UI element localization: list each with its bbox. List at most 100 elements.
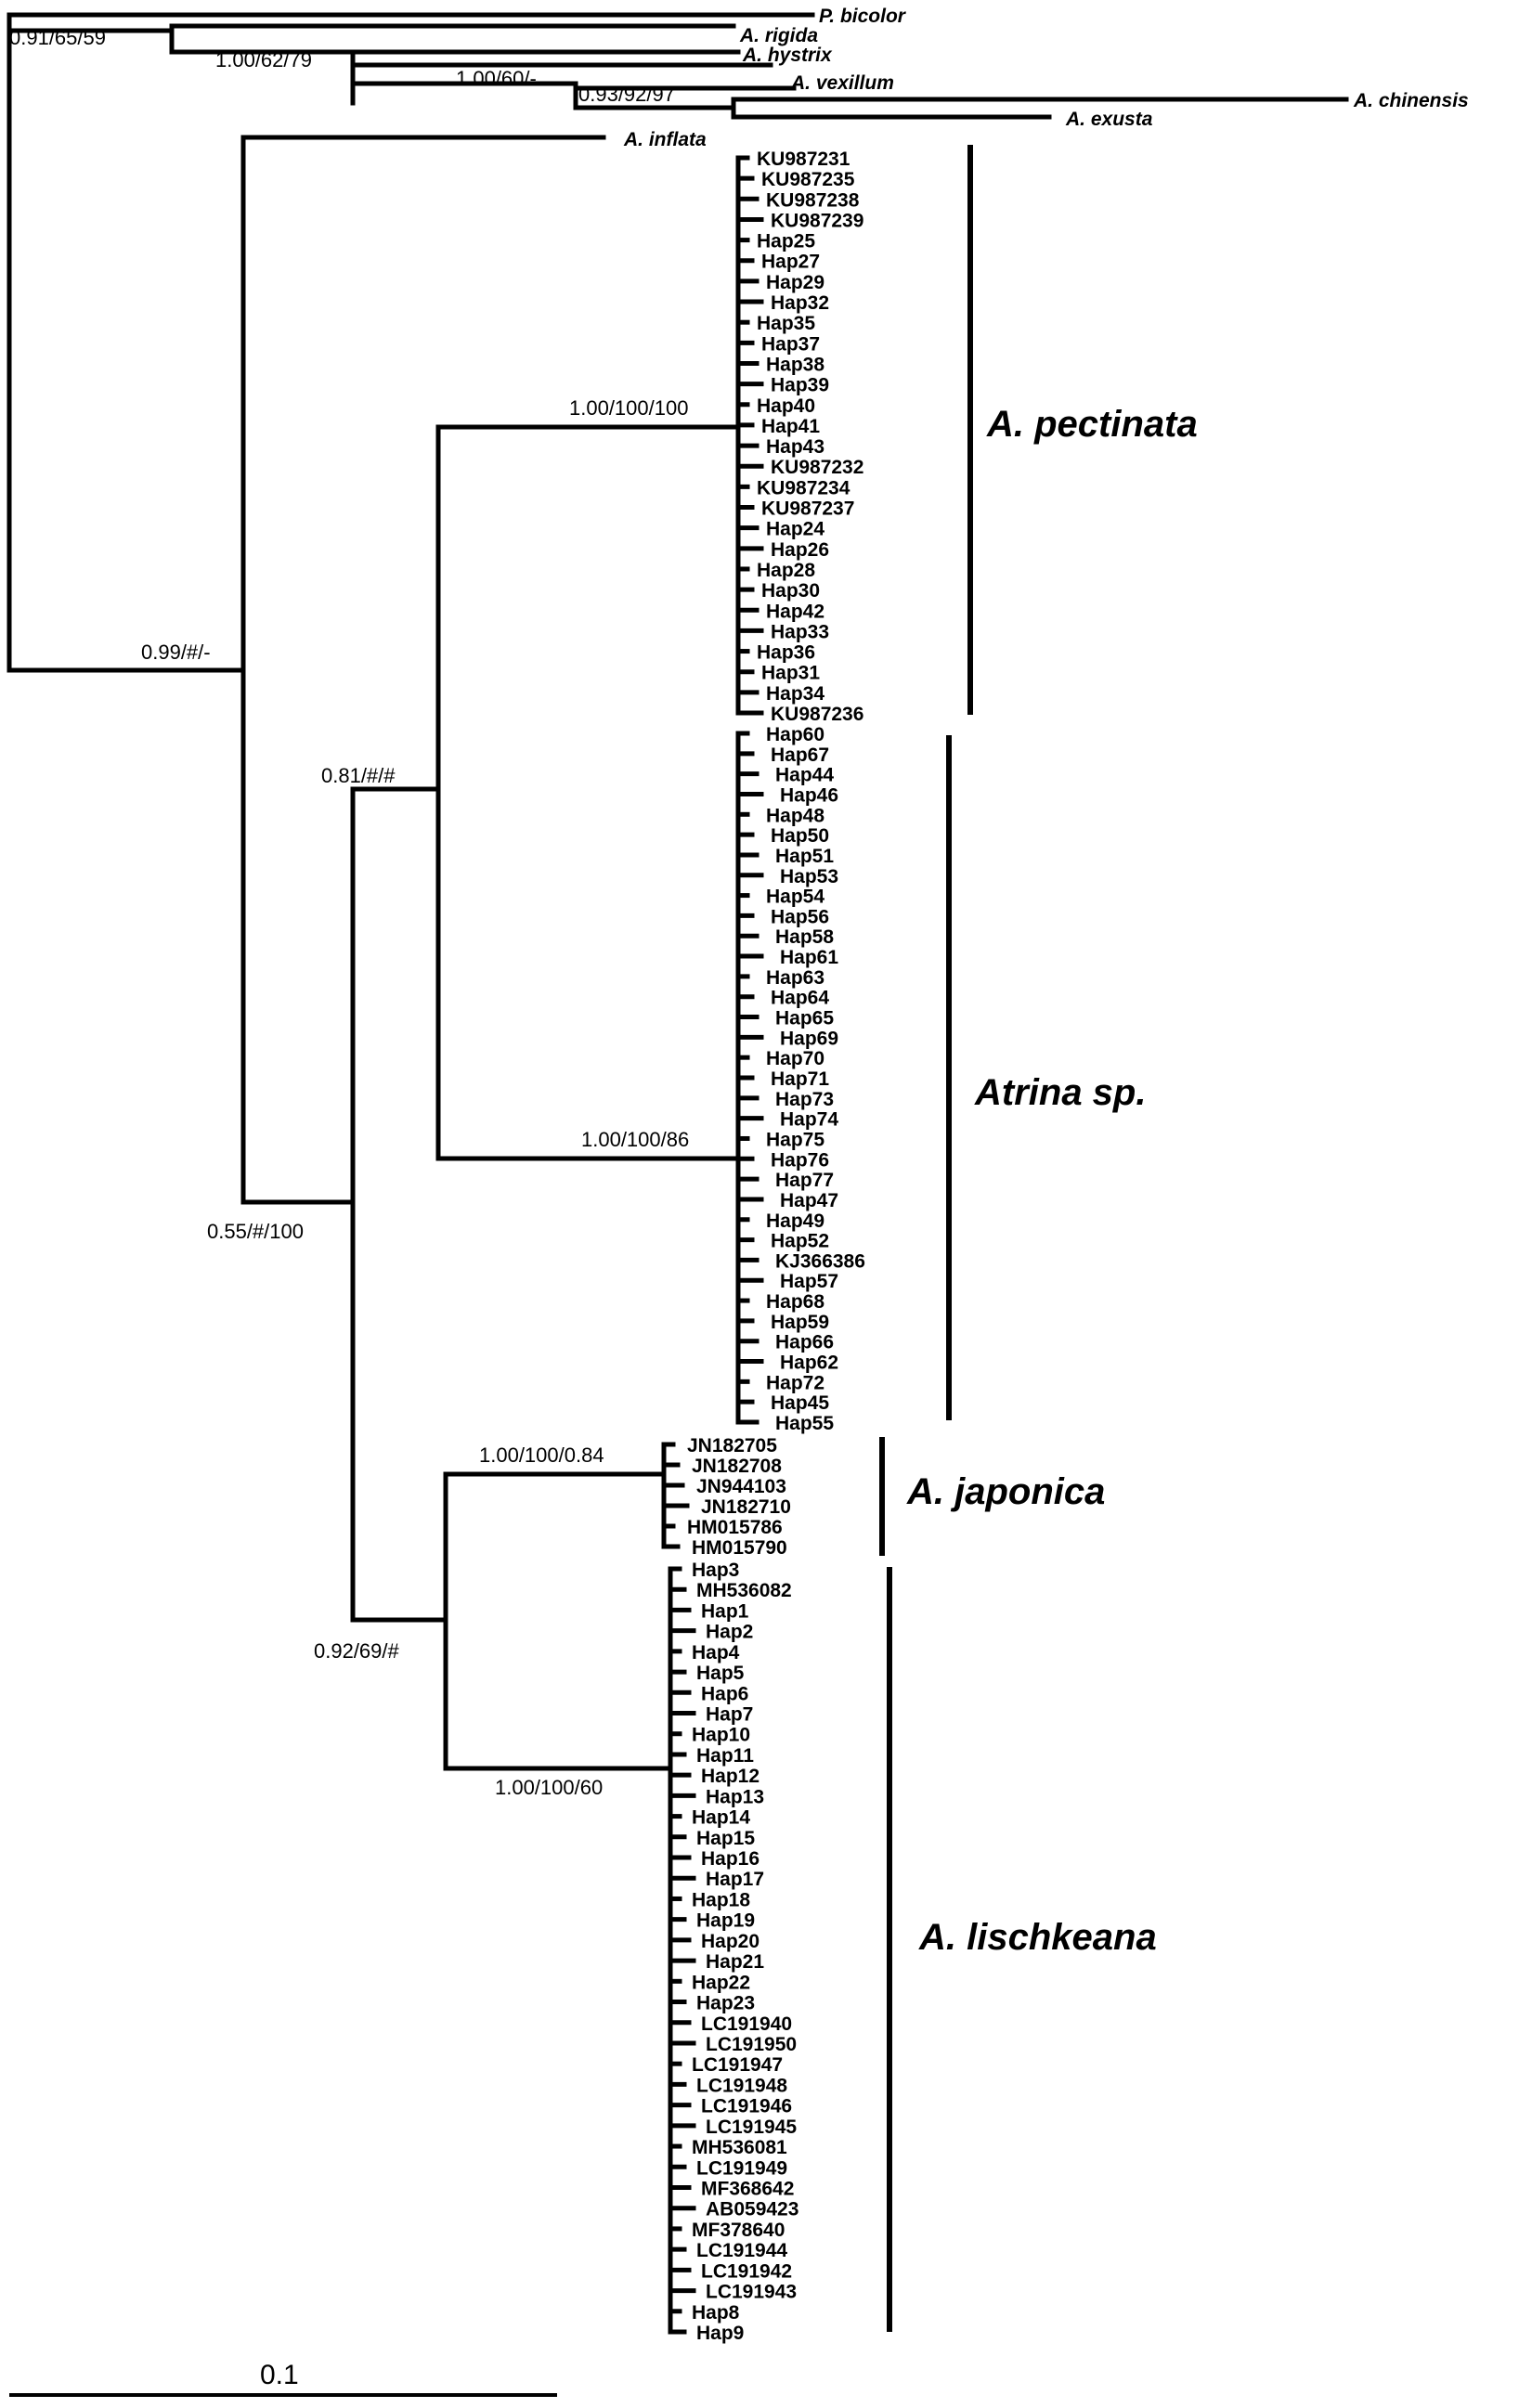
tip-label-hap2: Hap2 <box>706 1622 753 1643</box>
tip-label-hap8: Hap8 <box>692 2302 740 2324</box>
tip-label-hap58: Hap58 <box>775 926 834 948</box>
tip-label-hap23: Hap23 <box>696 1993 755 2014</box>
support-value-1-00-100-100: 1.00/100/100 <box>569 396 688 420</box>
support-value-0-93-92-97: 0.93/92/97 <box>578 83 675 106</box>
tip-label-hap25: Hap25 <box>757 231 815 252</box>
tip-label-hap48: Hap48 <box>766 805 824 826</box>
tip-label-ku987234: KU987234 <box>757 477 850 498</box>
tip-label-hap4: Hap4 <box>692 1642 740 1664</box>
tip-label-hap41: Hap41 <box>761 416 820 437</box>
tip-label-hap9: Hap9 <box>696 2323 744 2344</box>
tip-label-hap22: Hap22 <box>692 1972 750 1993</box>
tip-label-hap15: Hap15 <box>696 1828 755 1849</box>
tip-label-hap69: Hap69 <box>780 1028 838 1049</box>
tip-label-hap53: Hap53 <box>780 866 838 887</box>
tip-label-hap76: Hap76 <box>771 1149 829 1171</box>
tip-label-hap21: Hap21 <box>706 1951 764 1973</box>
tip-label-hap43: Hap43 <box>766 436 824 458</box>
tip-label-hap49: Hap49 <box>766 1210 824 1232</box>
tip-label-ku987239: KU987239 <box>771 210 863 231</box>
tip-label-hap10: Hap10 <box>692 1725 750 1746</box>
tip-label-hap14: Hap14 <box>692 1807 750 1829</box>
tip-label-lc191946: LC191946 <box>701 2096 792 2117</box>
clade-label-atrina-sp: Atrina sp. <box>974 1072 1146 1113</box>
tip-label-hap68: Hap68 <box>766 1291 824 1313</box>
tip-label-hap59: Hap59 <box>771 1312 829 1333</box>
tip-label-hap77: Hap77 <box>775 1170 834 1191</box>
tip-label-hap72: Hap72 <box>766 1372 824 1393</box>
tip-label-hap5: Hap5 <box>696 1663 745 1684</box>
tip-label-jn182710: JN182710 <box>701 1496 791 1518</box>
tip-label-hap3: Hap3 <box>692 1560 739 1581</box>
tip-label-hap1: Hap1 <box>701 1600 749 1622</box>
tip-label-hap50: Hap50 <box>771 825 829 847</box>
tip-label-hap26: Hap26 <box>771 539 829 561</box>
tip-label-hap17: Hap17 <box>706 1869 764 1890</box>
tip-label-mf378640: MF378640 <box>692 2220 785 2241</box>
support-value-1-00-60: 1.00/60/- <box>456 67 537 90</box>
tip-label-lc191949: LC191949 <box>696 2157 787 2179</box>
tip-label-lc191950: LC191950 <box>706 2034 797 2055</box>
tip-label-hap39: Hap39 <box>771 375 829 396</box>
tip-label-ku987236: KU987236 <box>771 704 863 725</box>
tip-label-hap54: Hap54 <box>766 887 824 908</box>
tree-branches <box>6 12 1349 2335</box>
tip-label-hap37: Hap37 <box>761 333 820 355</box>
tip-label-hap55: Hap55 <box>775 1413 834 1434</box>
tip-label-hap16: Hap16 <box>701 1848 760 1870</box>
tip-label-lc191942: LC191942 <box>701 2260 792 2282</box>
tip-label-hap28: Hap28 <box>757 560 815 581</box>
tip-label-a-inflata: A. inflata <box>623 129 707 150</box>
tip-label-a-chinensis: A. chinensis <box>1353 90 1469 111</box>
tip-label-jn944103: JN944103 <box>696 1476 786 1497</box>
tip-label-a-rigida: A. rigida <box>739 25 818 46</box>
tip-label-hap52: Hap52 <box>771 1231 829 1252</box>
tip-label-hap12: Hap12 <box>701 1766 760 1787</box>
support-value-1-00-62-79: 1.00/62/79 <box>215 48 312 71</box>
tip-label-hap57: Hap57 <box>780 1271 838 1292</box>
tip-label-ab059423: AB059423 <box>706 2199 798 2220</box>
tip-label-kj366386: KJ366386 <box>775 1250 865 1272</box>
tip-label-hap33: Hap33 <box>771 621 829 642</box>
tip-label-ku987231: KU987231 <box>757 149 850 170</box>
tip-label-hap47: Hap47 <box>780 1190 838 1211</box>
scale-bar-label: 0.1 <box>260 2360 299 2390</box>
tip-label-hm015786: HM015786 <box>687 1517 783 1538</box>
tip-label-hap19: Hap19 <box>696 1910 755 1932</box>
support-value-1-00-100-0-84: 1.00/100/0.84 <box>479 1444 604 1467</box>
clade-label-a-lischkeana: A. lischkeana <box>918 1917 1157 1958</box>
support-value-0-99: 0.99/#/- <box>141 641 211 664</box>
tip-label-hap13: Hap13 <box>706 1786 764 1807</box>
tip-label-hap38: Hap38 <box>766 354 824 375</box>
tip-label-hap70: Hap70 <box>766 1048 824 1069</box>
tip-label-hap27: Hap27 <box>761 252 820 273</box>
tip-label-lc191944: LC191944 <box>696 2240 787 2261</box>
tip-label-hap65: Hap65 <box>775 1008 834 1029</box>
tip-label-ku987232: KU987232 <box>771 457 863 478</box>
tip-label-mh536081: MH536081 <box>692 2137 787 2158</box>
tip-label-hap73: Hap73 <box>775 1089 834 1110</box>
tip-label-hap60: Hap60 <box>766 724 824 745</box>
support-value-0-81: 0.81/#/# <box>321 764 396 787</box>
tip-label-p-bicolor: P. bicolor <box>819 6 907 27</box>
tip-label-hap44: Hap44 <box>775 765 834 786</box>
tip-label-hap42: Hap42 <box>766 601 824 622</box>
tip-label-jn182705: JN182705 <box>687 1435 777 1456</box>
tip-label-hap61: Hap61 <box>780 947 838 968</box>
support-value-0-91-65-59: 0.91/65/59 <box>9 26 106 49</box>
tip-label-hap30: Hap30 <box>761 580 820 602</box>
tip-label-hap20: Hap20 <box>701 1931 760 1952</box>
tip-label-hap67: Hap67 <box>771 744 829 766</box>
clade-label-a-pectinata: A. pectinata <box>986 404 1198 445</box>
tip-label-hap11: Hap11 <box>696 1745 754 1767</box>
tip-label-hap18: Hap18 <box>692 1889 750 1910</box>
tip-label-hap24: Hap24 <box>766 519 824 540</box>
support-value-0-55-100: 0.55/#/100 <box>207 1220 304 1243</box>
tip-label-lc191945: LC191945 <box>706 2117 797 2138</box>
tip-label-hap34: Hap34 <box>766 683 824 705</box>
tip-label-lc191947: LC191947 <box>692 2054 783 2076</box>
tip-label-hap64: Hap64 <box>771 988 829 1009</box>
